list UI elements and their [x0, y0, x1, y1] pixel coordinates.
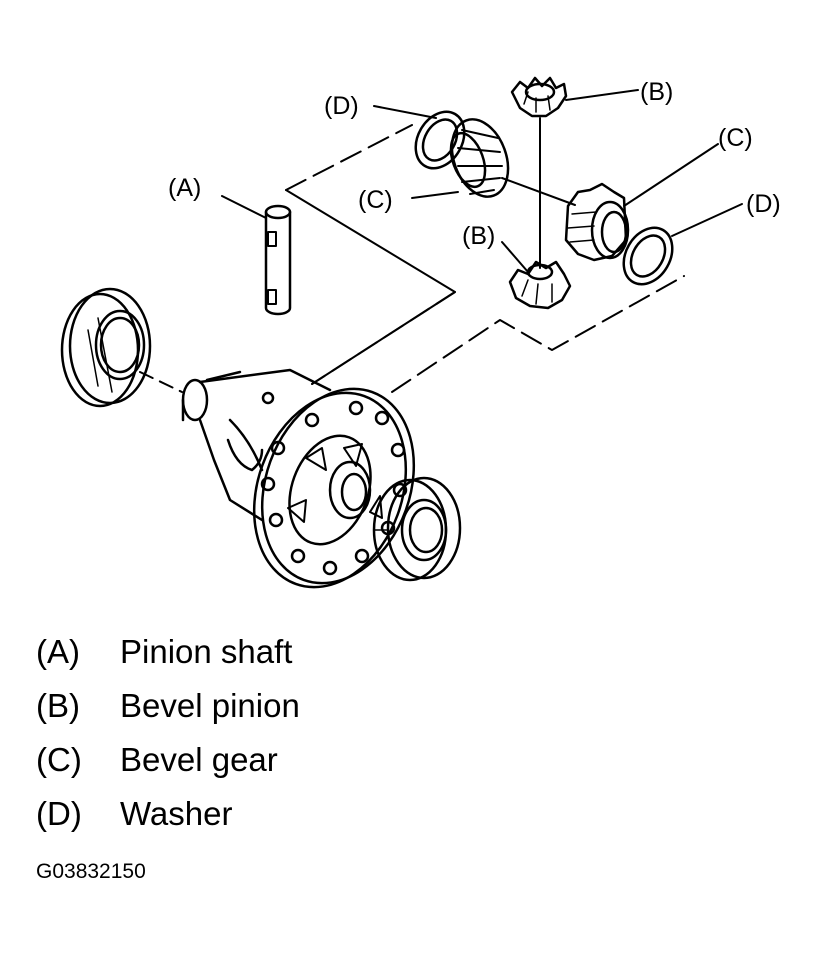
callout-c-left: (C): [358, 186, 393, 214]
washer-right: [622, 226, 674, 286]
callout-d-left: (D): [324, 92, 359, 120]
callout-labels: (A) (B) (B) (C) (C) (D) (D): [168, 78, 781, 250]
bevel-gear-left: [449, 118, 510, 198]
callout-b-mid: (B): [462, 222, 495, 250]
side-bearing-right: [372, 476, 462, 582]
side-bearing-left: [60, 287, 152, 408]
callout-a: (A): [168, 174, 201, 202]
pinion-shaft: [264, 204, 292, 316]
legend-label: Pinion shaft: [120, 633, 293, 670]
bevel-gear-right: [564, 182, 630, 262]
legend-label: Washer: [120, 795, 233, 832]
legend-key: (A): [36, 633, 80, 670]
figure-id: G03832150: [36, 860, 146, 883]
callout-c-right: (C): [718, 124, 753, 152]
legend-label: Bevel gear: [120, 741, 278, 778]
callout-d-right: (D): [746, 190, 781, 218]
exploded-differential-diagram: (A) (B) (B) (C) (C) (D) (D): [60, 76, 781, 589]
legend-key: (C): [36, 741, 82, 778]
legend-key: (B): [36, 687, 80, 724]
bevel-pinion-top: [510, 76, 568, 118]
legend-label: Bevel pinion: [120, 687, 300, 724]
callout-b-top: (B): [640, 78, 673, 106]
assembly-lines: [139, 117, 685, 393]
leader-lines: [221, 89, 743, 273]
differential-case: [181, 368, 416, 589]
legend-key: (D): [36, 795, 82, 832]
